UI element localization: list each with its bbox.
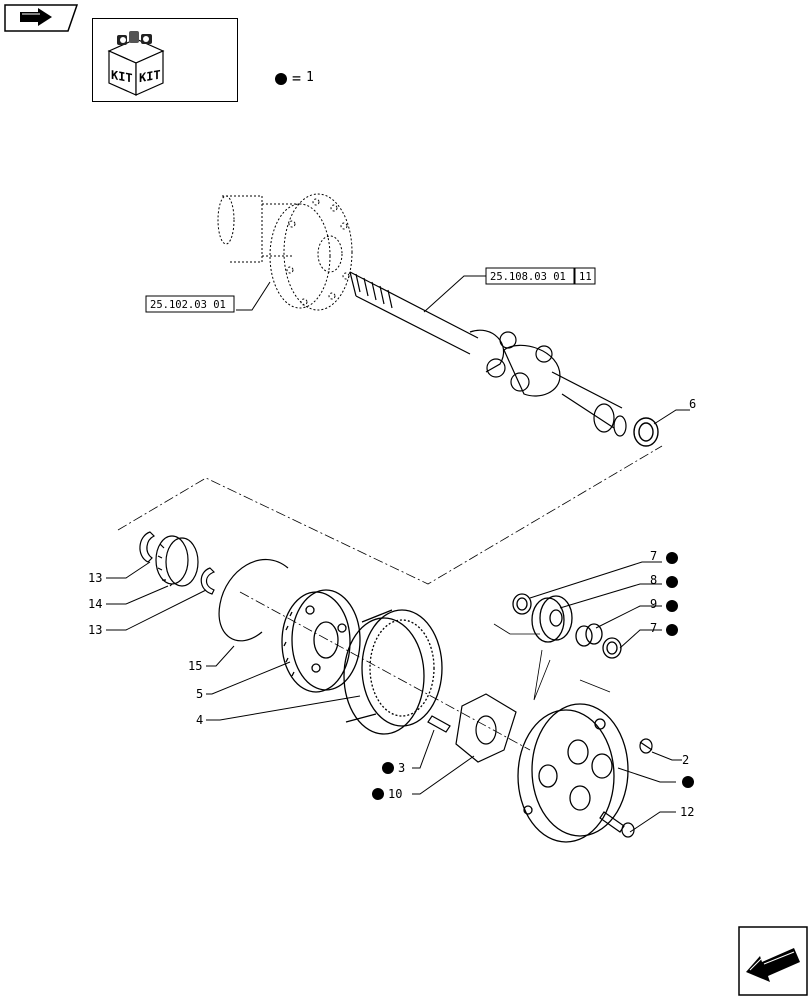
planet-gear-8 — [531, 595, 573, 643]
previous-page-button[interactable] — [4, 4, 78, 32]
filled-circle-icon — [372, 788, 384, 800]
kit-box-icon: KIT KIT — [107, 31, 165, 96]
callout-2: 2 — [682, 753, 689, 767]
filled-circle-icon — [382, 762, 394, 774]
callout-labels: 6 7 8 9 7 13 14 13 15 5 4 3 10 2 12 — [88, 397, 696, 819]
arrow-left-down-icon — [746, 948, 800, 982]
filled-circle-icon — [682, 776, 694, 788]
arrow-right-icon — [20, 8, 52, 26]
thrust-washer-7b — [602, 637, 622, 659]
kit-legend-equals: = — [292, 69, 302, 87]
snap-ring-13b — [200, 567, 216, 595]
callout-6: 6 — [689, 397, 696, 411]
filled-circle-icon — [666, 600, 678, 612]
callout-13a: 13 — [88, 571, 102, 585]
reference-box-right[interactable]: 25.108.03 01 11 — [485, 267, 596, 285]
washer-6 — [633, 417, 659, 447]
callout-10: 10 — [388, 787, 402, 801]
filled-circle-icon — [666, 552, 678, 564]
callout-7a: 7 — [650, 549, 657, 563]
snap-ring-13a — [139, 531, 156, 563]
callout-14: 14 — [88, 597, 102, 611]
reference-box-left[interactable]: 25.102.03 01 — [145, 295, 235, 313]
callout-12: 12 — [680, 805, 694, 819]
filled-circle-icon — [275, 73, 287, 85]
sun-gear-14 — [155, 535, 199, 587]
hub-cover — [517, 703, 629, 843]
needle-bearing-9 — [575, 623, 603, 647]
filled-circle-icon — [666, 624, 678, 636]
callout-9: 9 — [650, 597, 657, 611]
callout-5: 5 — [196, 687, 203, 701]
callout-4: 4 — [196, 713, 203, 727]
drive-shaft — [349, 271, 627, 437]
reference-left-label: 25.102.03 01 — [150, 299, 226, 311]
reference-right-suffix: 11 — [579, 271, 592, 283]
planet-group-bracket — [493, 623, 611, 701]
plug-2 — [639, 738, 653, 754]
callout-7b: 7 — [650, 621, 657, 635]
retaining-ring-15 — [218, 558, 289, 642]
kit-badge-left: KIT — [111, 68, 133, 86]
kit-badge-right: KIT — [139, 68, 161, 86]
bolt-12 — [599, 811, 635, 838]
kit-legend-panel: KIT KIT = 1 — [92, 18, 314, 102]
bolt-3 — [427, 715, 451, 733]
kit-legend-quantity: 1 — [306, 70, 314, 85]
thrust-washer-7a — [512, 593, 532, 615]
assembly-outline — [117, 445, 663, 751]
callout-3: 3 — [398, 761, 405, 775]
kit-marker-dots — [372, 552, 694, 800]
callout-13b: 13 — [88, 623, 102, 637]
next-page-button[interactable] — [738, 926, 808, 996]
filled-circle-icon — [666, 576, 678, 588]
gasket-10 — [455, 693, 517, 763]
differential-housing — [217, 193, 353, 311]
callout-8: 8 — [650, 573, 657, 587]
reference-right-label: 25.108.03 01 — [490, 271, 566, 283]
callout-15: 15 — [188, 659, 202, 673]
ring-gear-4 — [343, 609, 443, 735]
planet-carrier-5 — [281, 589, 361, 693]
leader-lines — [106, 275, 690, 833]
